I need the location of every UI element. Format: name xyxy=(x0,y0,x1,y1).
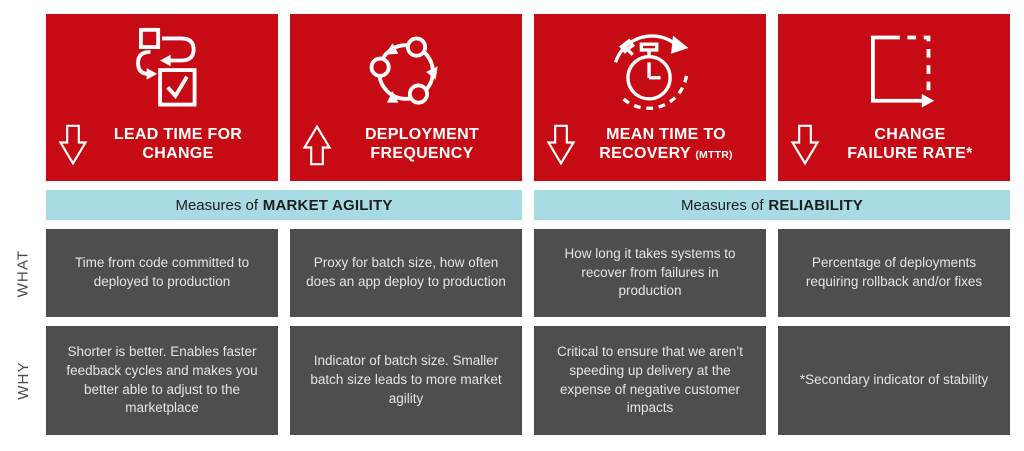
metric-title-row: LEAD TIME FOR CHANGE xyxy=(46,122,278,181)
band-emphasis: MARKET AGILITY xyxy=(262,196,393,214)
metric-title-line2: RECOVERY (MTTR) xyxy=(576,145,756,164)
metric-title-line2: FREQUENCY xyxy=(332,145,512,164)
metric-title-suffix: (MTTR) xyxy=(695,149,733,161)
what-cell-mttr: How long it takes systems to recover fro… xyxy=(534,229,766,317)
reliability-band: Measures of RELIABILITY xyxy=(534,190,1010,220)
stopwatch-recovery-icon xyxy=(534,14,766,122)
what-text: Percentage of deployments requiring roll… xyxy=(805,255,983,289)
why-cell-deployment-frequency: Indicator of batch size. Smaller batch s… xyxy=(290,326,522,435)
metric-title: DEPLOYMENT FREQUENCY xyxy=(332,126,512,164)
what-cell-deployment-frequency: Proxy for batch size, how often does an … xyxy=(290,229,522,317)
what-cell-lead-time: Time from code committed to deployed to … xyxy=(46,229,278,317)
metric-card-change-failure-rate: CHANGE FAILURE RATE* xyxy=(778,14,1010,181)
process-to-check-icon xyxy=(46,14,278,122)
why-text: Indicator of batch size. Smaller batch s… xyxy=(310,353,502,406)
why-cell-change-failure-rate: *Secondary indicator of stability xyxy=(778,326,1010,435)
metric-title-line2-text: CHANGE xyxy=(142,145,214,162)
why-cell-lead-time: Shorter is better. Enables faster feedba… xyxy=(46,326,278,435)
metric-title: LEAD TIME FOR CHANGE xyxy=(88,126,268,164)
band-prefix: Measures of xyxy=(680,196,764,214)
band-prefix: Measures of xyxy=(175,196,258,214)
metric-title: MEAN TIME TO RECOVERY (MTTR) xyxy=(576,126,756,164)
what-row-label: WHAT xyxy=(14,249,32,297)
metric-title-row: MEAN TIME TO RECOVERY (MTTR) xyxy=(534,122,766,181)
metric-title-row: DEPLOYMENT FREQUENCY xyxy=(290,122,522,181)
why-row-label-wrap: WHY xyxy=(0,326,46,435)
why-text: *Secondary indicator of stability xyxy=(799,372,989,388)
metric-title-line1: DEPLOYMENT xyxy=(364,126,480,144)
metric-title-line1: LEAD TIME FOR xyxy=(113,126,243,144)
market-agility-band: Measures of MARKET AGILITY xyxy=(46,190,522,220)
down-arrow-icon xyxy=(546,122,576,168)
band-emphasis: RELIABILITY xyxy=(768,196,864,214)
metric-title-line2-text: FREQUENCY xyxy=(370,145,474,162)
why-cell-mttr: Critical to ensure that we aren’t speedi… xyxy=(534,326,766,435)
dashed-square-icon xyxy=(778,14,1010,122)
why-text: Critical to ensure that we aren’t speedi… xyxy=(556,343,744,416)
what-cell-change-failure-rate: Percentage of deployments requiring roll… xyxy=(778,229,1010,317)
metric-title-line1: MEAN TIME TO xyxy=(606,126,726,144)
up-arrow-icon xyxy=(302,122,332,168)
metric-title-line1: CHANGE xyxy=(874,126,946,144)
why-row-label: WHY xyxy=(14,361,32,400)
what-text: Proxy for batch size, how often does an … xyxy=(306,255,506,289)
metric-card-mean-time-to-recovery: MEAN TIME TO RECOVERY (MTTR) xyxy=(534,14,766,181)
down-arrow-icon xyxy=(790,122,820,168)
metric-card-deployment-frequency: DEPLOYMENT FREQUENCY xyxy=(290,14,522,181)
deployment-cycle-icon xyxy=(290,14,522,122)
what-text: Time from code committed to deployed to … xyxy=(74,255,250,289)
metric-title-row: CHANGE FAILURE RATE* xyxy=(778,122,1010,181)
what-row-label-wrap: WHAT xyxy=(0,229,46,317)
metric-title-line2: CHANGE xyxy=(88,145,268,164)
metric-card-lead-time-for-change: LEAD TIME FOR CHANGE xyxy=(46,14,278,181)
metric-title: CHANGE FAILURE RATE* xyxy=(820,126,1000,164)
down-arrow-icon xyxy=(58,122,88,168)
metrics-grid: LEAD TIME FOR CHANGE xyxy=(46,14,1010,435)
why-text: Shorter is better. Enables faster feedba… xyxy=(66,343,258,416)
metric-title-line2: FAILURE RATE* xyxy=(820,145,1000,164)
what-text: How long it takes systems to recover fro… xyxy=(564,245,736,299)
metric-title-line2-text: FAILURE RATE* xyxy=(847,145,973,162)
metric-title-line2-text: RECOVERY xyxy=(599,145,691,162)
